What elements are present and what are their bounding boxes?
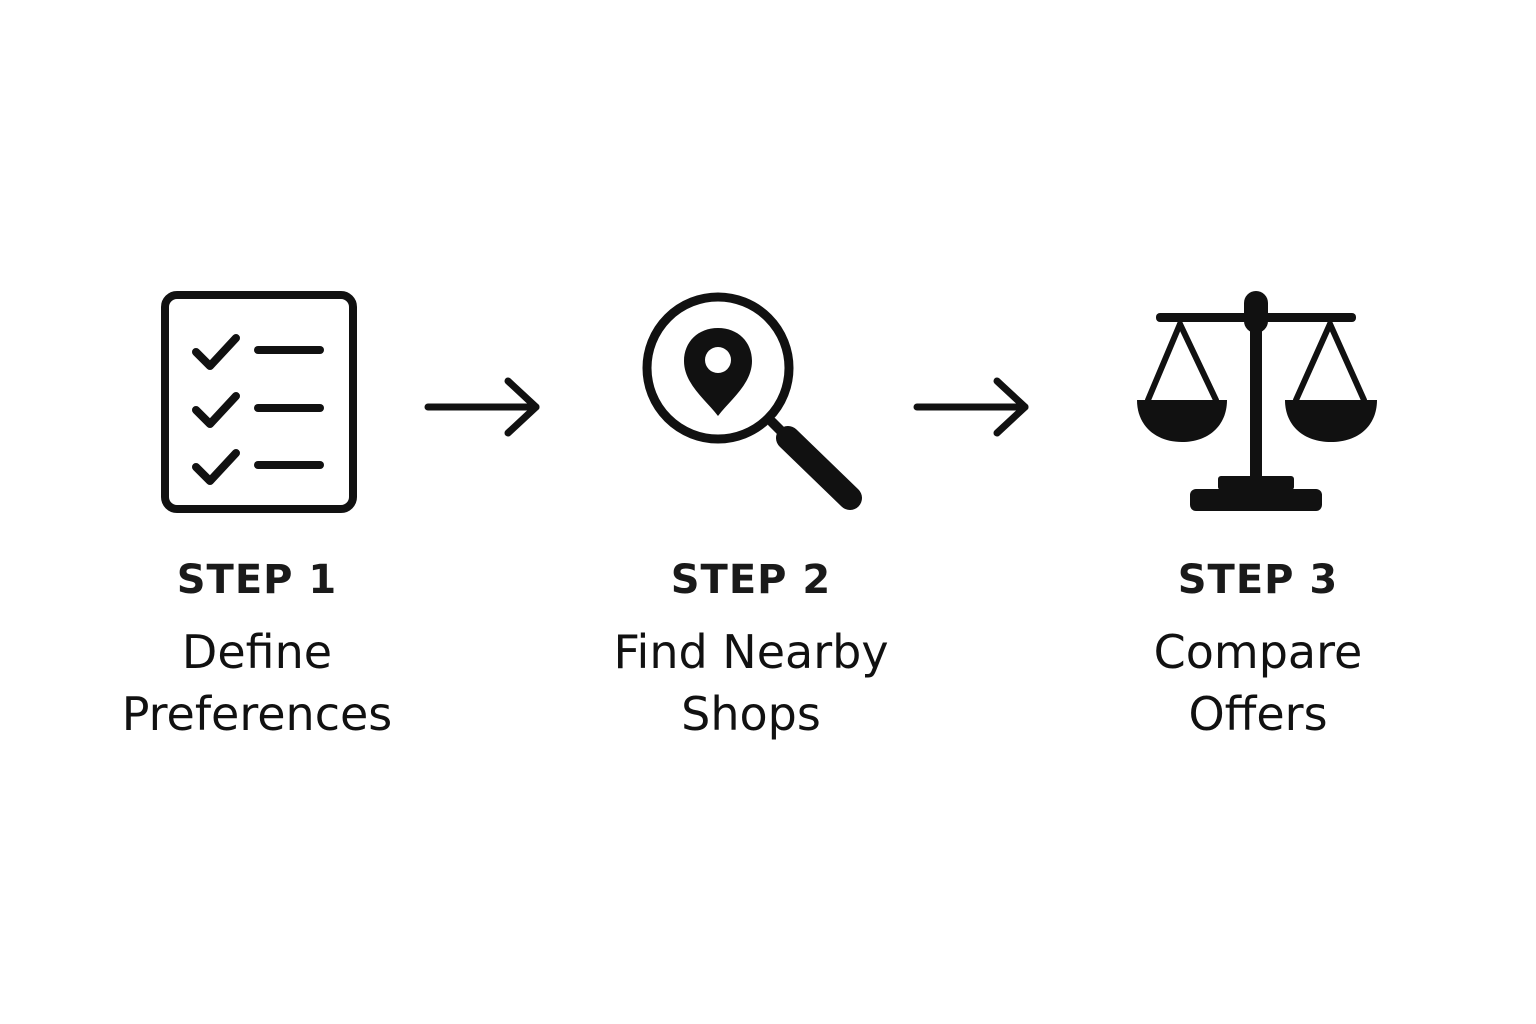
checklist-icon — [160, 290, 360, 516]
step-1: STEP 1 Define Preferences — [67, 555, 447, 745]
search-location-icon — [638, 288, 866, 514]
step-3: STEP 3 Compare Offers — [1068, 555, 1448, 745]
step-title-line: Define — [181, 625, 333, 679]
arrow-right-icon — [913, 375, 1033, 443]
balance-scale-icon — [1134, 288, 1380, 514]
step-title-line: Offers — [1188, 687, 1328, 741]
step-title-line: Compare — [1153, 625, 1363, 679]
step-title-line: Shops — [681, 687, 821, 741]
step-title-line: Preferences — [121, 687, 393, 741]
step-2: STEP 2 Find Nearby Shops — [561, 555, 941, 745]
step-title: Define Preferences — [67, 621, 447, 745]
step-label: STEP 3 — [1177, 557, 1339, 603]
step-title: Compare Offers — [1068, 621, 1448, 745]
step-label: STEP 2 — [670, 557, 832, 603]
step-label: STEP 1 — [176, 557, 338, 603]
arrow-right-icon — [424, 375, 544, 443]
step-title-line: Find Nearby — [613, 625, 889, 679]
step-title: Find Nearby Shops — [561, 621, 941, 745]
